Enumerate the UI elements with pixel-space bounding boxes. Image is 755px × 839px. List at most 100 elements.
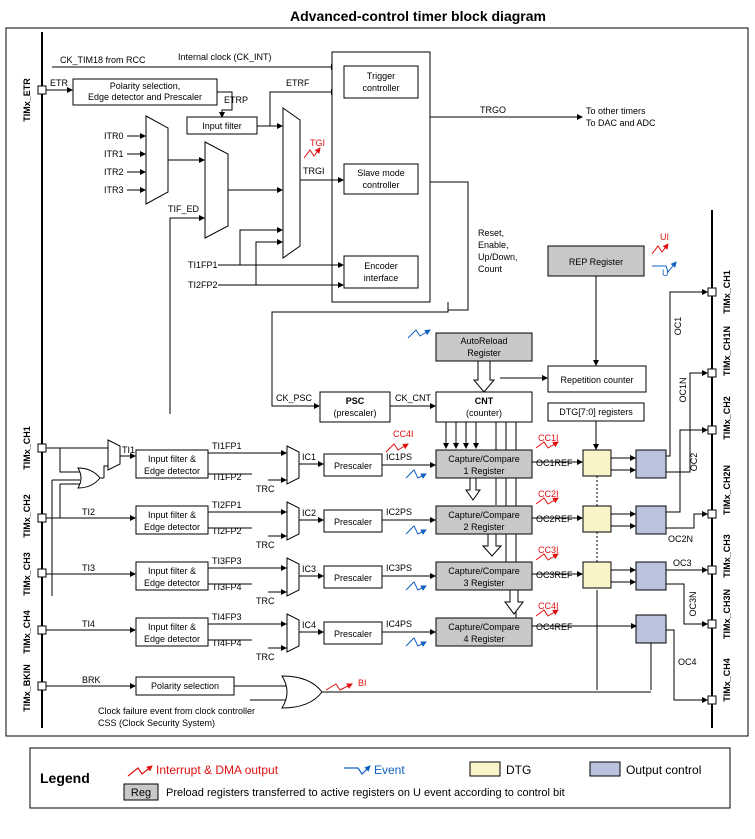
itr0-label: ITR0	[104, 131, 124, 141]
ti1fp1-top-label: TI1FP1	[188, 260, 218, 270]
ui-label: UI	[660, 232, 669, 242]
svg-text:TI1FP1: TI1FP1	[212, 441, 242, 451]
cnt-box	[435, 391, 533, 423]
oc1-label: OC1	[673, 317, 683, 336]
or-gate	[281, 675, 323, 709]
svg-text:Input filter &: Input filter &	[148, 510, 196, 520]
pin-ch4	[37, 625, 47, 635]
ck-cnt-label: CK_CNT	[395, 393, 432, 403]
pin-bkin-label: TIMx_BKIN	[22, 664, 32, 712]
pin-ch4-label: TIMx_CH4	[22, 610, 32, 654]
svg-text:3 Register: 3 Register	[463, 578, 504, 588]
svg-text:Edge detector: Edge detector	[144, 522, 200, 532]
svg-text:Prescaler: Prescaler	[334, 461, 372, 471]
pin-out-ch2n-label: TIMx_CH2N	[722, 465, 732, 515]
oc3n-label: OC3N	[688, 591, 698, 616]
svg-text:TI2FP2: TI2FP2	[212, 526, 242, 536]
repetition-counter-label: Repetition counter	[560, 375, 633, 385]
polarity-etr-box	[72, 78, 218, 106]
legend-frame	[29, 747, 731, 809]
pin-ch2-label: TIMx_CH2	[22, 494, 32, 538]
channel-row-3: TI3 Input filter & Edge detector TI3FP3 …	[46, 545, 583, 606]
encoder-line1: Encoder	[364, 261, 398, 271]
encoder-line2: interface	[364, 273, 399, 283]
svg-text:CC2I: CC2I	[538, 489, 559, 499]
svg-text:Edge detector: Edge detector	[144, 466, 200, 476]
pin-out-ch2	[707, 425, 717, 435]
trigger-controller-box	[343, 65, 419, 99]
svg-text:2 Register: 2 Register	[463, 522, 504, 532]
polarity-etr-line2: Edge detector and Prescaler	[88, 92, 202, 102]
svg-text:Capture/Compare: Capture/Compare	[448, 454, 520, 464]
pin-out-ch1n-label: TIMx_CH1N	[722, 326, 732, 376]
etrf-label: ETRF	[286, 78, 310, 88]
etrp-wire	[217, 91, 233, 118]
rep-register-box	[547, 245, 645, 277]
pin-out-ch2n	[707, 509, 717, 519]
legend-oc-label: Output control	[626, 763, 701, 777]
internal-clock-label: Internal clock (CK_INT)	[178, 52, 272, 62]
svg-text:IC1: IC1	[302, 452, 316, 462]
svg-text:TI4FP4: TI4FP4	[212, 638, 242, 648]
legend-dtg-label: DTG	[506, 763, 531, 777]
dtg-registers-label: DTG[7:0] registers	[559, 407, 633, 417]
channel-row-1: Input filter & Edge detector TI1FP1 TI1F…	[135, 433, 583, 494]
pin-out-ch2-label: TIMx_CH2	[722, 396, 732, 440]
svg-text:CC3I: CC3I	[538, 545, 559, 555]
autoreload-box	[435, 332, 533, 362]
channel-row-4: TI4 Input filter & Edge detector TI4FP3 …	[46, 601, 637, 662]
xor-gate	[77, 467, 101, 489]
oc1n-label: OC1N	[678, 377, 688, 402]
slave-mode-line2: controller	[362, 180, 399, 190]
encoder-box	[343, 255, 419, 289]
svg-text:IC1PS: IC1PS	[386, 452, 412, 462]
svg-text:IC4PS: IC4PS	[386, 619, 412, 629]
svg-text:Input filter &: Input filter &	[148, 566, 196, 576]
bi-label: BI	[358, 678, 367, 688]
other-timers-line1: To other timers	[586, 106, 646, 116]
autoreload-line1: AutoReload	[460, 336, 507, 346]
slave-mode-line1: Slave mode	[357, 168, 405, 178]
trigger-controller-line2: controller	[362, 83, 399, 93]
legend-interrupt-icon	[127, 765, 153, 777]
svg-text:TRC: TRC	[256, 540, 275, 550]
ti2fp2-top-label: TI2FP2	[188, 280, 218, 290]
pin-out-ch3-label: TIMx_CH3	[722, 534, 732, 578]
pin-out-ch3n-label: TIMx_CH3N	[722, 589, 732, 639]
tif-ed-label: TIF_ED	[168, 204, 200, 214]
cnt-sub-label: (counter)	[466, 408, 502, 418]
diagram-title: Advanced-control timer block diagram	[290, 8, 546, 24]
svg-text:CC1I: CC1I	[538, 433, 559, 443]
pin-out-ch1	[707, 287, 717, 297]
pin-etr-label: TIMx_ETR	[22, 78, 32, 122]
oc2n-label: OC2N	[668, 534, 693, 544]
legend-dtg-swatch	[469, 761, 501, 777]
pin-etr	[37, 85, 47, 95]
pin-out-ch4-label: TIMx_CH4	[722, 658, 732, 702]
svg-text:IC3: IC3	[302, 564, 316, 574]
legend-event-icon	[344, 765, 371, 775]
itr-mux	[145, 115, 169, 205]
etrp-label: ETRP	[224, 95, 248, 105]
svg-text:IC2PS: IC2PS	[386, 507, 412, 517]
legend-event-label: Event	[374, 763, 405, 777]
pin-out-ch4	[707, 695, 717, 705]
pin-out-ch1-label: TIMx_CH1	[722, 270, 732, 314]
pin-out-ch3	[707, 565, 717, 575]
rep-register-label: REP Register	[569, 257, 623, 267]
oc3-label: OC3	[673, 558, 692, 568]
legend-title: Legend	[40, 770, 90, 786]
ck-tim18-label: CK_TIM18 from RCC	[60, 55, 146, 65]
svg-text:Capture/Compare: Capture/Compare	[448, 622, 520, 632]
oc4-label: OC4	[678, 657, 697, 667]
svg-text:1 Register: 1 Register	[463, 466, 504, 476]
clock-failure-line2: CSS (Clock Security System)	[98, 718, 215, 728]
ch1-xor-mux	[107, 439, 121, 471]
legend-reg-label: Reg	[131, 787, 151, 799]
svg-text:TRC: TRC	[256, 652, 275, 662]
u-label: U	[662, 268, 669, 278]
trigger-controller-line1: Trigger	[367, 71, 395, 81]
pin-ch3-label: TIMx_CH3	[22, 552, 32, 596]
top-ccint-label: CC4I	[393, 429, 414, 439]
trgi-mux	[282, 107, 301, 259]
